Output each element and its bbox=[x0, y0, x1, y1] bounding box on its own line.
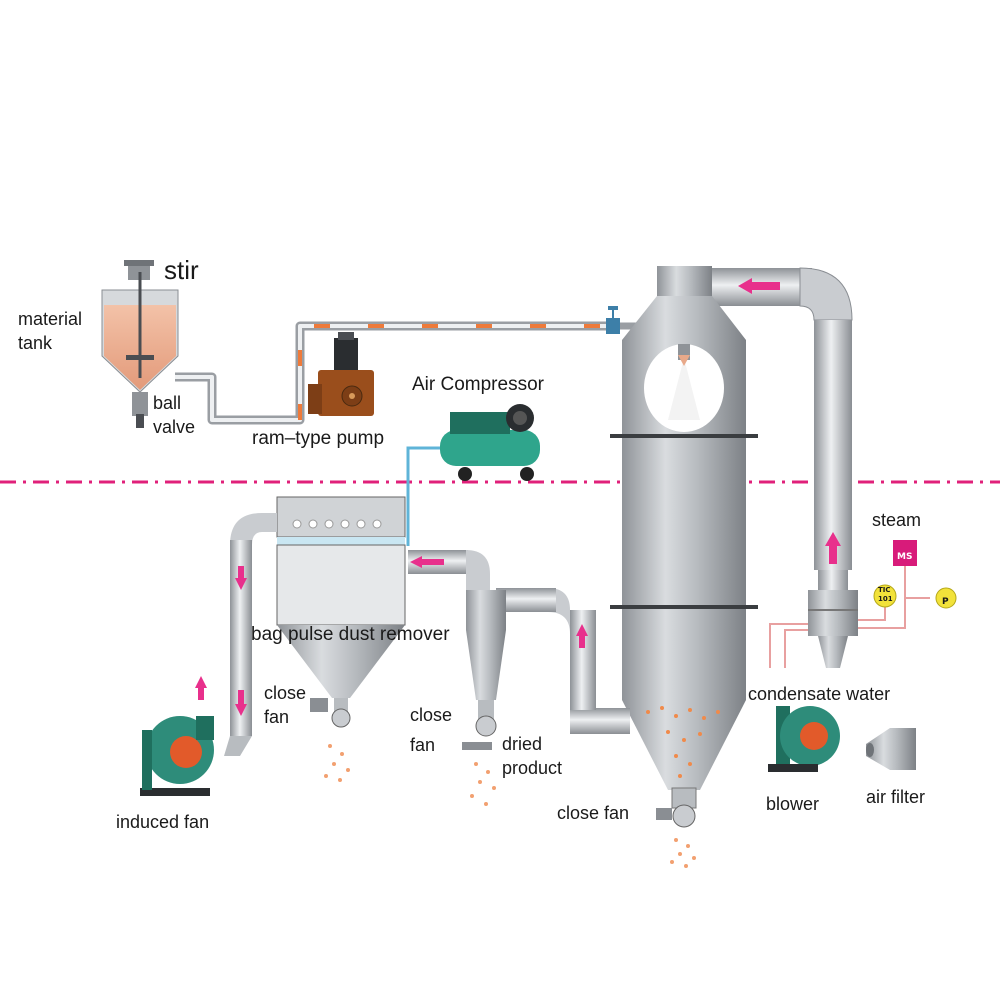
steam-label: steam bbox=[872, 510, 922, 530]
air-filter-label: air filter bbox=[866, 787, 926, 807]
induced-fan-label: induced fan bbox=[116, 812, 210, 832]
cyclone-to-bag-duct bbox=[408, 550, 490, 590]
ms-tag: MS bbox=[897, 552, 913, 562]
drying-tower bbox=[610, 266, 758, 790]
steam-lines bbox=[769, 566, 930, 668]
arrow-down-icon bbox=[235, 566, 247, 590]
pressure-tag: P bbox=[942, 597, 949, 607]
ram-type-pump-label: ram–type pump bbox=[252, 428, 385, 449]
arrow-down-icon bbox=[235, 690, 247, 716]
close-fan-cyclone-label-line2: fan bbox=[410, 735, 436, 755]
blower-label: blower bbox=[766, 794, 820, 814]
air-heater bbox=[808, 570, 858, 668]
product-discharge-tower bbox=[670, 838, 696, 868]
exhaust-duct bbox=[224, 513, 277, 756]
arrow-up-icon bbox=[825, 532, 841, 564]
product-discharge-cyclone bbox=[470, 762, 496, 806]
close-fan-tower bbox=[656, 787, 697, 828]
close-fan-bag-label-line1: close bbox=[264, 683, 307, 703]
material-tank-label-line2: tank bbox=[18, 333, 53, 353]
dried-product-label-line1: dried bbox=[502, 734, 543, 754]
close-fan-tower-label: close fan bbox=[557, 803, 630, 823]
feed-valve-icon bbox=[606, 306, 620, 334]
dried-product-label-line2: product bbox=[502, 758, 563, 778]
blower-icon bbox=[768, 706, 840, 772]
bag-pulse-dust-remover bbox=[276, 496, 406, 728]
ball-valve-label-line2: valve bbox=[153, 417, 196, 437]
material-tank bbox=[101, 260, 179, 428]
arrow-left-icon bbox=[738, 278, 780, 294]
pressure-gauge-icon bbox=[935, 587, 957, 609]
tic-tag-line1: TIC bbox=[878, 586, 891, 594]
bag-pulse-dust-remover-label: bag pulse dust remover bbox=[251, 624, 450, 645]
close-fan-bag-label-line2: fan bbox=[264, 707, 290, 727]
arrow-up-icon bbox=[576, 624, 588, 648]
stir-label: stir bbox=[164, 255, 199, 285]
hot-air-duct bbox=[712, 267, 853, 570]
dried-particles bbox=[646, 706, 720, 778]
product-discharge-bag bbox=[324, 744, 350, 782]
ram-type-pump bbox=[308, 332, 374, 416]
compressed-air-line bbox=[406, 446, 440, 546]
tic-tag-line2: 101 bbox=[878, 595, 893, 603]
condensate-water-label: condensate water bbox=[748, 684, 891, 704]
outlet-duct bbox=[496, 588, 630, 734]
air-compressor-label: Air Compressor bbox=[412, 374, 544, 395]
induced-fan-icon bbox=[140, 716, 214, 796]
ms-valve-box bbox=[893, 540, 917, 566]
material-tank-label-line1: material bbox=[18, 309, 83, 329]
air-compressor bbox=[440, 404, 540, 481]
tic-controller-icon bbox=[873, 584, 897, 608]
ball-valve-label-line1: ball bbox=[153, 393, 182, 413]
air-filter-icon bbox=[866, 728, 916, 770]
arrow-left-icon bbox=[410, 556, 444, 568]
flow-arrows bbox=[195, 278, 841, 716]
feed-pipe bbox=[175, 321, 694, 425]
cyclone-separator bbox=[462, 590, 506, 750]
close-fan-cyclone-label-line1: close bbox=[410, 705, 453, 725]
spray-nozzle-icon bbox=[678, 355, 690, 366]
arrow-up-icon bbox=[195, 676, 207, 700]
